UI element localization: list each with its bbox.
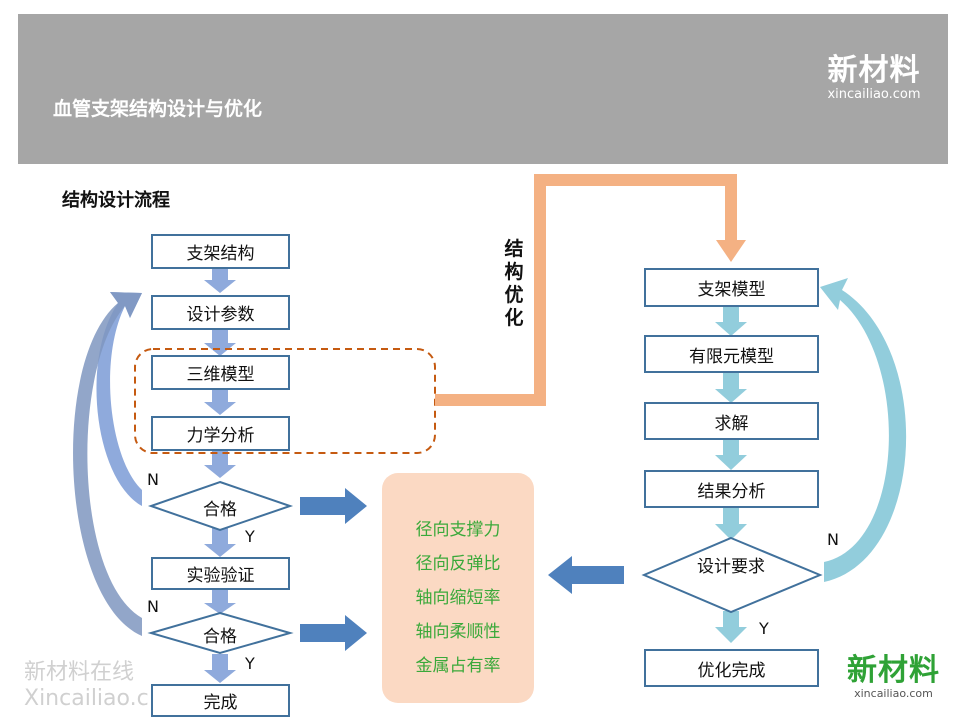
left-feedback-arrow-1	[96, 292, 142, 506]
no-label-right: N	[827, 530, 839, 549]
from-right-arrow	[548, 556, 624, 594]
watermark-line2: Xincailiao.c	[24, 686, 149, 711]
decision-1-label: 合格	[203, 500, 237, 520]
yes-label-right: Y	[759, 619, 769, 638]
brand-logo-cn: 新材料	[827, 53, 921, 88]
step-optimize-done: 优化完成	[644, 649, 819, 687]
no-label-1: N	[147, 470, 159, 489]
step-fem-model: 有限元模型	[644, 335, 819, 373]
result-item: 径向支撑力	[415, 520, 501, 540]
optimize-arrowhead	[716, 240, 746, 262]
step-result-analysis: 结果分析	[644, 470, 819, 508]
no-label-2: N	[147, 597, 159, 616]
brand-logo-bottom-en: xincailiao.com	[854, 687, 933, 700]
step-stent-model: 支架模型	[644, 268, 819, 307]
brand-logo-bottom-cn: 新材料	[847, 653, 940, 688]
brand-logo: 新材料 xincailiao.com	[814, 54, 934, 102]
decision-diamond-right	[641, 536, 823, 614]
yes-label-1: Y	[245, 527, 255, 546]
results-panel: 径向支撑力 径向反弹比 轴向缩短率 轴向柔顺性 金属占有率	[382, 473, 534, 703]
result-item: 金属占有率	[415, 656, 501, 676]
left-feedback-arrow-2	[73, 292, 142, 636]
right-feedback-arrow	[820, 278, 907, 582]
to-results-arrow-1	[300, 488, 367, 524]
optimize-label: 结构优化	[504, 238, 524, 329]
step-design-params: 设计参数	[151, 295, 290, 330]
header-banner: 血管支架结构设计与优化 新材料 xincailiao.com	[18, 14, 948, 164]
step-done: 完成	[151, 684, 290, 717]
step-3d-model: 三维模型	[151, 355, 290, 390]
section-title: 结构设计流程	[62, 190, 170, 211]
right-down-arrows	[715, 307, 747, 643]
decision-diamond-2	[147, 611, 294, 655]
watermark-text: 新材料在线 Xincailiao.c	[24, 660, 149, 712]
optimize-path	[435, 174, 737, 406]
page-title: 血管支架结构设计与优化	[53, 98, 263, 120]
result-item: 径向反弹比	[415, 554, 501, 574]
step-solve: 求解	[644, 402, 819, 440]
decision-diamond-1	[147, 480, 294, 532]
decision-right-label: 设计要求	[697, 557, 765, 577]
to-results-arrow-2	[300, 615, 367, 651]
brand-logo-bottom: 新材料 xincailiao.com	[836, 654, 951, 700]
step-stent-structure: 支架结构	[151, 234, 290, 269]
watermark-line1: 新材料在线	[24, 660, 135, 685]
step-mechanics-analysis: 力学分析	[151, 416, 290, 451]
step-experiment: 实验验证	[151, 557, 290, 590]
yes-label-2: Y	[245, 654, 255, 673]
brand-logo-en: xincailiao.com	[827, 87, 921, 102]
decision-2-label: 合格	[203, 627, 237, 647]
result-item: 轴向缩短率	[415, 588, 501, 608]
result-item: 轴向柔顺性	[415, 622, 501, 642]
